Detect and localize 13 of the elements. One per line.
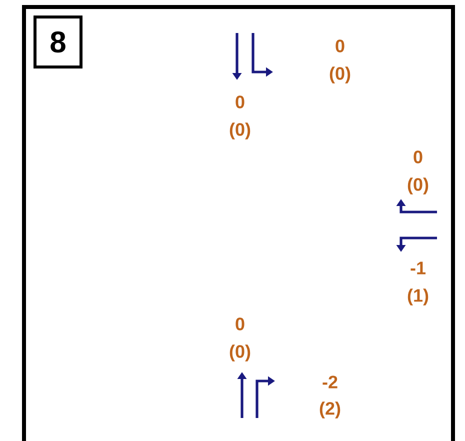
volume-label: 0	[336, 40, 344, 52]
volume-label: (0)	[230, 122, 250, 140]
volume-label: (2)	[320, 402, 340, 418]
volume-label: 0	[236, 318, 244, 330]
number-box: 8	[34, 16, 82, 68]
volume-label: (0)	[330, 66, 350, 84]
volume-label: (1)	[408, 288, 428, 306]
volume-label: -1	[410, 262, 426, 274]
volume-label: (0)	[408, 178, 428, 194]
volume-label: 0	[236, 96, 244, 108]
volume-label: (0)	[230, 344, 250, 362]
volume-label: -2	[322, 376, 338, 388]
volume-label: 0	[414, 150, 422, 164]
